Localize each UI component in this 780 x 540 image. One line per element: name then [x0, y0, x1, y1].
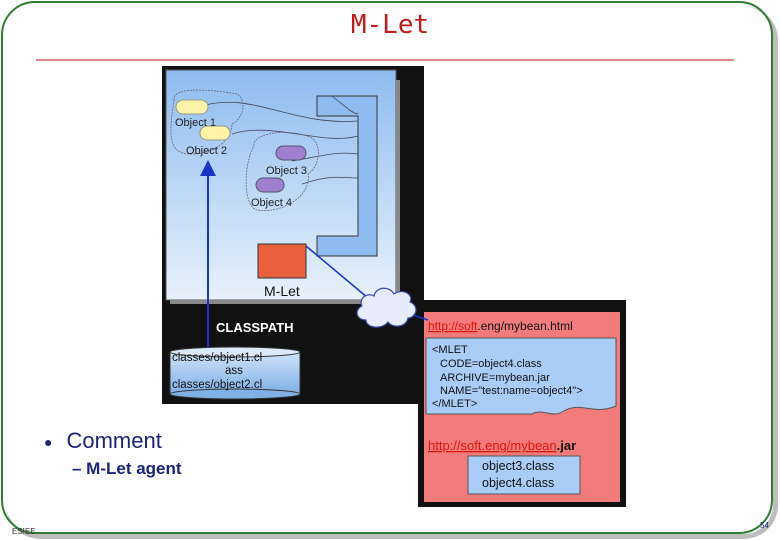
network-cloud-icon	[356, 287, 417, 328]
mlet-diagram-svg: Object 1 Object 2 Object 3 Object 4 M-Le…	[162, 66, 626, 507]
mlet-diagram: Object 1 Object 2 Object 3 Object 4 M-Le…	[162, 66, 626, 507]
footer-left: ESIEE	[12, 527, 36, 536]
object-4-label: Object 4	[251, 197, 292, 209]
html-url-rest: .eng/mybean.html	[477, 319, 572, 333]
object-3-label: Object 3	[266, 165, 307, 177]
classpath-label: CLASSPATH	[216, 320, 294, 335]
title-divider	[36, 59, 734, 61]
jar-class-item: object3.class	[482, 459, 554, 473]
object-4-node	[255, 177, 285, 193]
agent-bracket	[316, 95, 378, 257]
jar-url-link[interactable]: http://soft.eng/mybean	[428, 438, 557, 453]
mlet-tag-line: <MLET	[432, 344, 468, 356]
jar-class-item: object4.class	[482, 476, 554, 490]
mlet-tag-line: </MLET>	[432, 398, 477, 410]
object-1-node	[175, 99, 209, 115]
bullet-dot-icon: ●	[44, 434, 53, 451]
slide-frame-shadow	[6, 6, 778, 539]
mlet-tag-document	[425, 337, 617, 415]
object-1-label: Object 1	[175, 117, 216, 129]
page-number: 54	[760, 521, 769, 530]
mlet-service-box	[257, 243, 307, 279]
slide-title: M-Let	[350, 10, 430, 40]
bullet-text: Comment	[66, 428, 162, 453]
classpath-item: ass	[225, 365, 243, 377]
jar-url: http://soft.eng/mybean.jar	[428, 438, 576, 453]
object-2-node	[199, 125, 231, 141]
jar-contents-box	[467, 455, 581, 495]
mlet-tag-line: ARCHIVE=mybean.jar	[440, 372, 550, 384]
group-objects-3-4	[245, 132, 319, 211]
classpath-item: classes/object1.cl	[172, 352, 262, 364]
html-url-link[interactable]: http://soft	[428, 319, 478, 333]
mlet-tag-line: NAME="test:name=object4">	[440, 385, 583, 397]
bullet-comment: ● Comment	[44, 428, 162, 454]
group-objects-1-2	[170, 89, 244, 155]
mlet-tag-line: CODE=object4.class	[440, 358, 542, 370]
classpath-cylinder	[169, 346, 301, 400]
jar-url-rest: .jar	[557, 438, 577, 453]
classpath-item: classes/object2.cl	[172, 379, 262, 391]
object-3-node	[275, 145, 307, 161]
mlet-label: M-Let	[264, 283, 300, 299]
subbullet-mlet-agent: – M-Let agent	[72, 459, 182, 478]
slide-frame	[1, 1, 773, 534]
mlet-network-link	[305, 245, 369, 299]
object-2-label: Object 2	[186, 145, 227, 157]
html-url: http://soft.eng/mybean.html	[428, 319, 573, 333]
